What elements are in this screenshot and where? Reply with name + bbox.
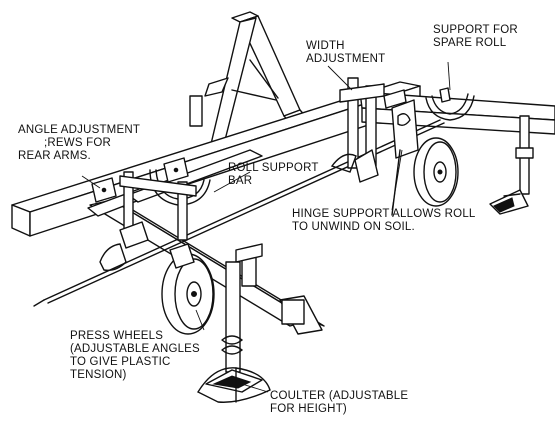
label-line: SUPPORT FOR [433, 24, 518, 36]
frame-clamps [91, 89, 407, 203]
label-line: TO GIVE PLASTIC [70, 356, 171, 368]
label-angle-adjustment: ANGLE ADJUSTMENT ;REWS FOR REAR ARMS. [18, 124, 140, 163]
label-line: WIDTH [306, 40, 345, 52]
label-line: FOR HEIGHT) [270, 403, 347, 415]
label-line: SPARE ROLL [433, 37, 507, 49]
hinge-support [391, 99, 419, 216]
label-support-spare-roll: SUPPORT FOR SPARE ROLL [433, 24, 518, 50]
label-line: ;REWS FOR [44, 137, 111, 149]
label-line: BAR [228, 175, 253, 187]
label-press-wheels: PRESS WHEELS (ADJUSTABLE ANGLES TO GIVE … [70, 330, 200, 382]
leader-lines [81, 61, 451, 393]
label-coulter: COULTER (ADJUSTABLE FOR HEIGHT) [270, 390, 408, 416]
label-line: PRESS WHEELS [70, 330, 164, 342]
label-line: ROLL SUPPORT [228, 162, 319, 174]
label-line: (ADJUSTABLE ANGLES [70, 343, 200, 355]
label-roll-support-bar: ROLL SUPPORT BAR [228, 162, 319, 188]
label-line: TENSION) [70, 369, 127, 381]
label-line: HINGE SUPPORT ALLOWS ROLL [292, 208, 476, 220]
left-press-wheel [161, 243, 215, 335]
front-coulter [197, 261, 271, 403]
right-press-wheel [413, 137, 459, 207]
label-line: TO UNWIND ON SOIL. [292, 221, 415, 233]
right-coulter [489, 115, 534, 215]
label-width-adjustment: WIDTH ADJUSTMENT [306, 40, 385, 66]
spare-roll-cradle [425, 87, 475, 121]
hitch-a-frame [189, 11, 317, 145]
label-line: ANGLE ADJUSTMENT [18, 124, 141, 136]
center-left-post [235, 243, 263, 287]
rod-end-left [33, 299, 45, 307]
label-line: ADJUSTMENT [306, 53, 386, 65]
label-line: REAR ARMS. [18, 150, 91, 162]
left-front-posts [99, 171, 197, 272]
label-line: COULTER (ADJUSTABLE [270, 390, 409, 402]
label-hinge-support: HINGE SUPPORT ALLOWS ROLL TO UNWIND ON S… [292, 208, 476, 234]
